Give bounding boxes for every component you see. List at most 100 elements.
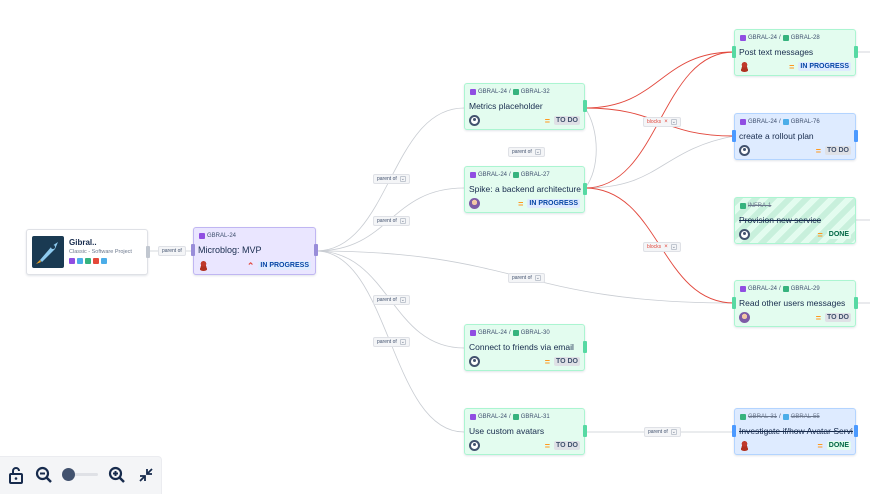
assignee-avatar bbox=[739, 440, 750, 451]
assignee-avatar bbox=[198, 260, 209, 271]
link-label-blocks[interactable]: blocks×⌄ bbox=[643, 242, 681, 252]
right-handle[interactable] bbox=[583, 425, 587, 437]
link-metrics-spike bbox=[584, 107, 597, 189]
subtask-icon bbox=[101, 258, 107, 264]
issue-card-read[interactable]: GBRAL-24/GBRAL-29 Read other users messa… bbox=[732, 280, 858, 327]
issue-title: Connect to friends via email bbox=[469, 342, 574, 352]
link-label-parent-of[interactable]: parent of⌄ bbox=[644, 427, 681, 437]
status-badge[interactable]: DONE bbox=[826, 230, 851, 239]
link-label-blocks[interactable]: blocks×⌄ bbox=[643, 117, 681, 127]
story-icon bbox=[740, 414, 746, 420]
right-handle[interactable] bbox=[854, 297, 858, 309]
left-handle[interactable] bbox=[732, 130, 736, 142]
right-handle[interactable] bbox=[583, 341, 587, 353]
zoom-in-icon[interactable] bbox=[107, 465, 127, 485]
issue-card-provision[interactable]: INFRA-1 Provision new service =DONE bbox=[734, 197, 856, 244]
project-name: Gibral.. bbox=[69, 238, 97, 247]
issue-title: Provision new service bbox=[739, 215, 822, 225]
zoom-out-icon[interactable] bbox=[34, 465, 54, 485]
issue-card-metrics[interactable]: GBRAL-24/GBRAL-32 Metrics placeholder =T… bbox=[464, 83, 587, 130]
link-label-parent-of[interactable]: parent of⌄ bbox=[373, 174, 410, 184]
priority-medium-icon: = bbox=[815, 145, 821, 156]
priority-medium-icon: = bbox=[789, 61, 795, 72]
project-right-handle[interactable] bbox=[146, 246, 150, 258]
epic-icon bbox=[470, 172, 476, 178]
link-label-parent-of[interactable]: parent of⌄ bbox=[373, 337, 410, 347]
task-icon bbox=[77, 258, 83, 264]
status-badge[interactable]: IN PROGRESS bbox=[258, 261, 311, 270]
right-handle[interactable] bbox=[583, 183, 587, 195]
story-icon bbox=[512, 89, 519, 95]
chevron-down-icon: ⌄ bbox=[534, 275, 541, 281]
status-badge[interactable]: TO DO bbox=[553, 441, 580, 450]
right-handle[interactable] bbox=[854, 46, 858, 58]
priority-medium-icon: = bbox=[817, 440, 823, 451]
rocket-logo-icon bbox=[32, 236, 64, 268]
zoom-slider-knob[interactable] bbox=[62, 468, 75, 481]
project-type: Classic - Software Project bbox=[69, 249, 132, 255]
assignee-avatar bbox=[469, 198, 480, 209]
chevron-down-icon: ⌄ bbox=[399, 339, 406, 345]
status-badge[interactable]: TO DO bbox=[824, 313, 851, 322]
priority-medium-icon: = bbox=[815, 312, 821, 323]
epic-icon bbox=[740, 35, 746, 41]
priority-medium-icon: = bbox=[817, 229, 823, 240]
task-icon bbox=[782, 414, 789, 420]
right-handle[interactable] bbox=[854, 130, 858, 142]
link-label-parent-of[interactable]: parent of⌄ bbox=[373, 216, 410, 226]
link-label-parent-of[interactable]: parent of⌄ bbox=[508, 147, 545, 157]
issue-title: Metrics placeholder bbox=[469, 101, 543, 111]
right-handle[interactable] bbox=[583, 100, 587, 112]
close-icon[interactable]: × bbox=[664, 244, 668, 250]
zoom-slider[interactable] bbox=[64, 473, 98, 476]
status-badge[interactable]: IN PROGRESS bbox=[527, 199, 580, 208]
unassigned-avatar-icon bbox=[469, 356, 480, 367]
issue-card-connect[interactable]: GBRAL-24/GBRAL-30 Connect to friends via… bbox=[464, 324, 587, 371]
unassigned-avatar-icon bbox=[469, 440, 480, 451]
issue-card-investigate[interactable]: GBRAL-31/GBRAL-55 Investigate if/how Ava… bbox=[732, 408, 858, 455]
issue-card-spike[interactable]: GBRAL-24/GBRAL-27 Spike: a backend archi… bbox=[464, 166, 587, 213]
close-icon[interactable]: × bbox=[664, 119, 668, 125]
epic-icon bbox=[470, 414, 476, 420]
issue-key: GBRAL-24 bbox=[207, 233, 237, 239]
issue-card-post[interactable]: GBRAL-24/GBRAL-28 Post text messages =IN… bbox=[732, 29, 858, 76]
left-handle[interactable] bbox=[732, 297, 736, 309]
status-badge[interactable]: DONE bbox=[826, 441, 851, 450]
chevron-down-icon: ⌄ bbox=[399, 297, 406, 303]
issue-key: GBRAL-30 bbox=[520, 330, 550, 336]
epic-icon bbox=[199, 233, 205, 239]
left-handle[interactable] bbox=[191, 244, 195, 256]
issue-card-mvp[interactable]: GBRAL-24 Microblog: MVP ⌃ IN PROGRESS bbox=[191, 227, 318, 275]
right-handle[interactable] bbox=[854, 425, 858, 437]
assignee-avatar bbox=[739, 312, 750, 323]
link-label-parent-of[interactable]: parent of bbox=[158, 246, 186, 256]
epic-icon bbox=[470, 89, 476, 95]
status-badge[interactable]: TO DO bbox=[553, 116, 580, 125]
story-icon bbox=[512, 414, 519, 420]
unlock-icon[interactable] bbox=[6, 465, 26, 485]
blocks-metrics-post bbox=[584, 51, 735, 109]
left-handle[interactable] bbox=[732, 425, 736, 437]
issue-card-rollout[interactable]: GBRAL-24/GBRAL-76 create a rollout plan … bbox=[732, 113, 858, 160]
priority-medium-icon: = bbox=[544, 440, 550, 451]
issue-key: GBRAL-29 bbox=[790, 286, 820, 292]
chevron-down-icon: ⌄ bbox=[670, 429, 677, 435]
status-badge[interactable]: IN PROGRESS bbox=[798, 62, 851, 71]
issue-title: Investigate if/how Avatar Servi... bbox=[739, 426, 853, 436]
link-label-parent-of[interactable]: parent of⌄ bbox=[373, 295, 410, 305]
status-badge[interactable]: TO DO bbox=[824, 146, 851, 155]
chevron-down-icon: ⌄ bbox=[399, 218, 406, 224]
left-handle[interactable] bbox=[732, 46, 736, 58]
issue-card-avatars[interactable]: GBRAL-24/GBRAL-31 Use custom avatars =TO… bbox=[464, 408, 587, 455]
epic-icon bbox=[470, 330, 476, 336]
story-icon bbox=[740, 203, 746, 209]
chevron-down-icon: ⌄ bbox=[670, 244, 677, 250]
unassigned-avatar-icon bbox=[469, 115, 480, 126]
priority-high-icon: ⌃ bbox=[246, 260, 255, 271]
project-card[interactable]: Gibral.. Classic - Software Project bbox=[26, 229, 150, 275]
link-label-parent-of[interactable]: parent of⌄ bbox=[508, 273, 545, 283]
right-handle[interactable] bbox=[314, 244, 318, 256]
status-badge[interactable]: TO DO bbox=[553, 357, 580, 366]
chevron-down-icon: ⌄ bbox=[670, 119, 677, 125]
collapse-icon[interactable] bbox=[136, 465, 156, 485]
